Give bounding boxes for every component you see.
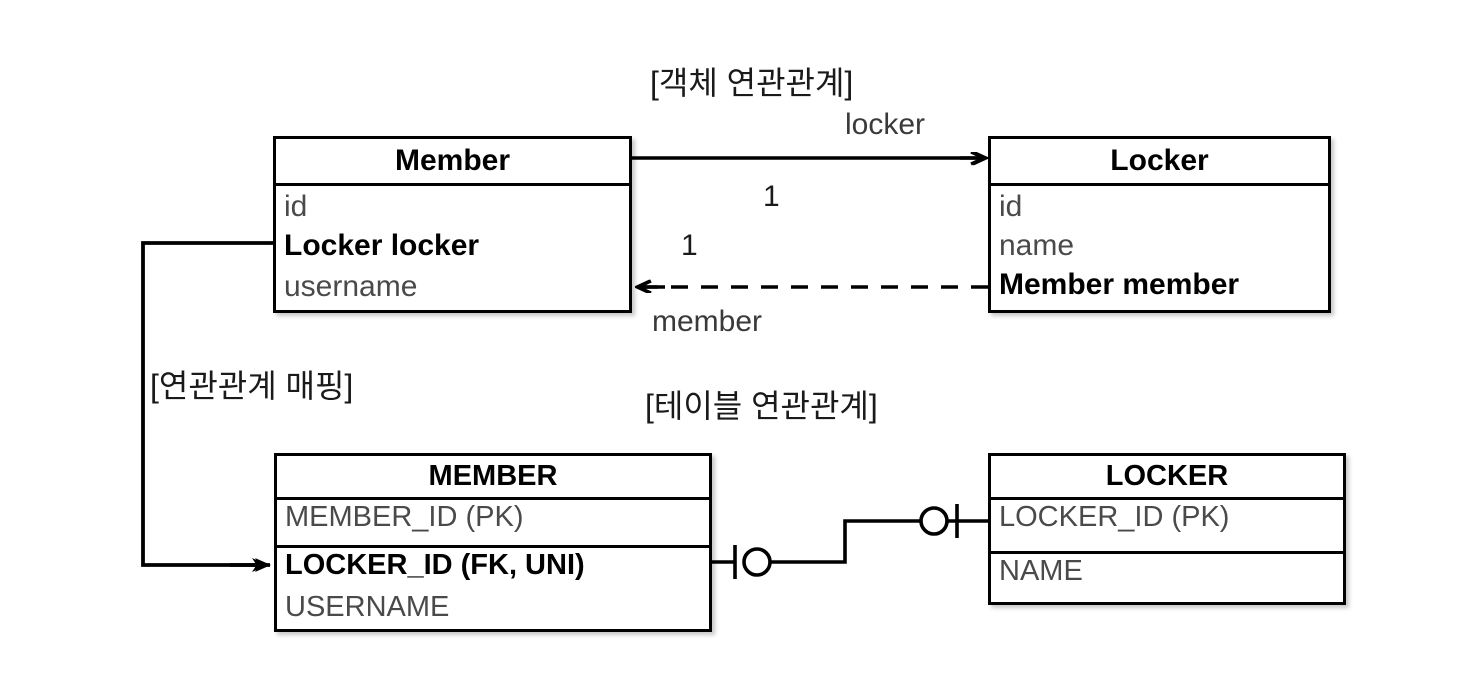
table-columns-locker: NAME bbox=[991, 551, 1343, 603]
class-attributes-locker: id name Member member bbox=[991, 186, 1328, 311]
table-column: USERNAME bbox=[285, 591, 450, 623]
table-title-locker: LOCKER bbox=[991, 456, 1343, 500]
table-keys-locker: LOCKER_ID (PK) bbox=[991, 500, 1343, 551]
table-title-member: MEMBER bbox=[277, 456, 709, 500]
table-box-member[interactable]: MEMBER MEMBER_ID (PK) LOCKER_ID (FK, UNI… bbox=[274, 453, 712, 632]
table-keys-member: MEMBER_ID (PK) bbox=[277, 500, 709, 545]
class-box-locker[interactable]: Locker id name Member member bbox=[988, 136, 1331, 313]
caption-object-relation: [객체 연관관계] bbox=[650, 65, 854, 101]
caption-association-mapping: [연관관계 매핑] bbox=[150, 368, 354, 404]
class-field: Locker locker bbox=[284, 229, 480, 262]
class-title-member: Member bbox=[276, 139, 629, 186]
class-field: Member member bbox=[999, 268, 1240, 301]
class-field: username bbox=[284, 270, 418, 303]
table-columns-member: LOCKER_ID (FK, UNI) USERNAME bbox=[277, 545, 709, 633]
caption-table-relation: [테이블 연관관계] bbox=[645, 388, 878, 424]
table-column: LOCKER_ID (FK, UNI) bbox=[285, 549, 585, 581]
class-title-locker: Locker bbox=[991, 139, 1328, 186]
table-column: MEMBER_ID (PK) bbox=[285, 501, 524, 533]
edge-label-member-role: member bbox=[652, 305, 763, 338]
class-attributes-member: id Locker locker username bbox=[276, 186, 629, 311]
class-field: name bbox=[999, 229, 1075, 262]
edge-multiplicity-member: 1 bbox=[681, 229, 698, 262]
edge-multiplicity-locker: 1 bbox=[763, 180, 780, 213]
class-field: id bbox=[999, 190, 1023, 223]
edge-member-table-to-locker-table bbox=[712, 504, 990, 579]
table-box-locker[interactable]: LOCKER LOCKER_ID (PK) NAME bbox=[988, 453, 1346, 605]
class-field: id bbox=[284, 190, 308, 223]
edge-label-locker-role: locker bbox=[845, 108, 926, 141]
class-box-member[interactable]: Member id Locker locker username bbox=[273, 136, 632, 313]
table-column: NAME bbox=[999, 555, 1083, 587]
table-column: LOCKER_ID (PK) bbox=[999, 501, 1230, 533]
